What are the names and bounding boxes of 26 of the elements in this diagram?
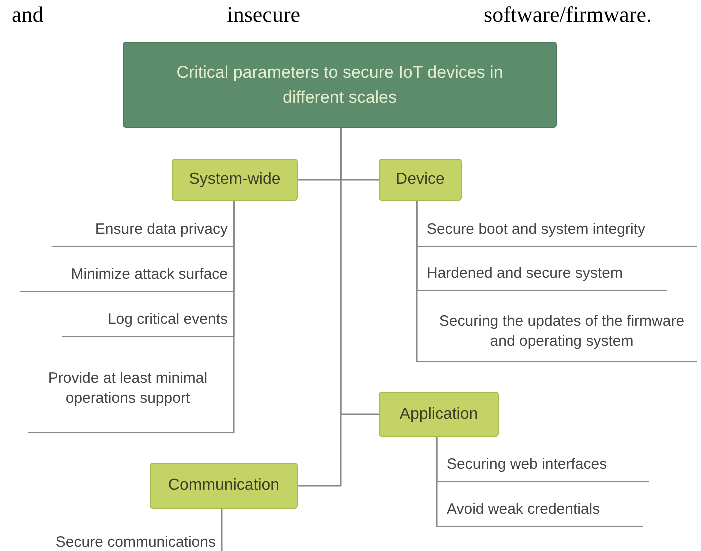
category-box — [379, 392, 499, 437]
connector-line — [436, 437, 438, 528]
connector-line — [221, 509, 223, 551]
category-label: Communication — [168, 477, 280, 495]
item-text: Secure communications — [56, 532, 216, 551]
connector-line — [416, 201, 418, 363]
root-box — [123, 42, 557, 128]
item-text: Avoid weak credentials — [447, 500, 600, 520]
item-text: Securing the updates of the firmware and operating system — [438, 312, 686, 352]
category-box — [172, 159, 298, 201]
item-text: Hardened and secure system — [427, 264, 623, 284]
category-label: System-wide — [189, 171, 281, 189]
item-text: Log critical events — [108, 310, 228, 330]
connector-line — [298, 128, 342, 487]
item-text: Ensure data privacy — [95, 220, 228, 240]
category-box — [379, 159, 462, 201]
category-box — [150, 463, 298, 509]
item-text: Minimize attack surface — [71, 264, 228, 285]
item-text: Securing web interfaces — [447, 454, 608, 475]
item-text: Provide at least minimal operations support — [47, 368, 209, 409]
text-fragment: and insecure software/firmware. — [12, 2, 652, 28]
category-label: Application — [400, 406, 478, 424]
title-text: Critical parameters to secure IoT devices in different scales — [176, 62, 504, 109]
connector-line — [233, 201, 235, 434]
item-text: Secure boot and system integrity — [427, 220, 646, 240]
category-label: Device — [396, 171, 445, 189]
